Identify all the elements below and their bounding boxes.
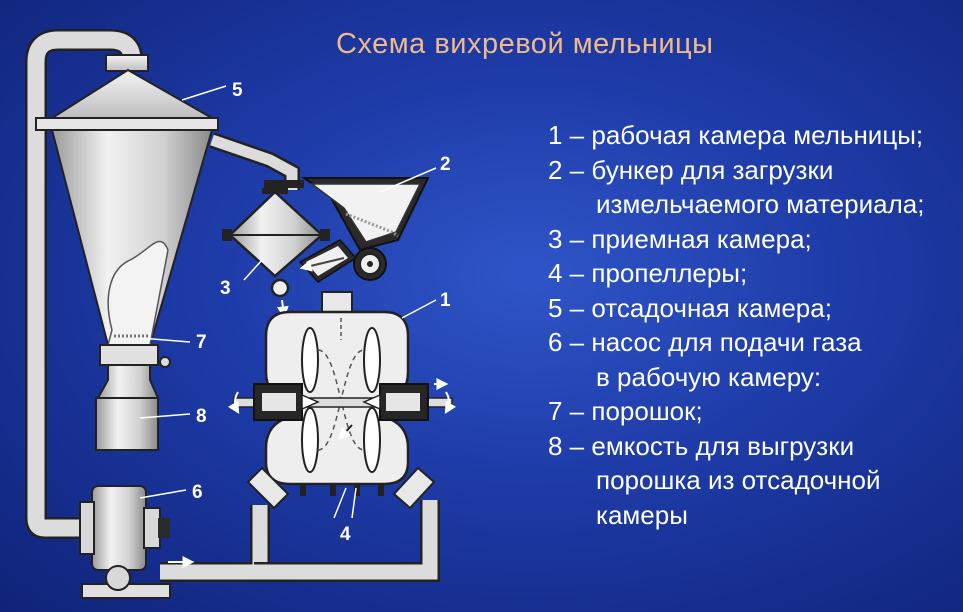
legend-item-1: 1 – рабочая камера мельницы; — [548, 120, 924, 150]
label-4: 4 — [340, 524, 351, 545]
legend-item-8-cont: порошка из отсадочной — [596, 465, 881, 495]
legend-item-2-cont: измельчаемого материала; — [596, 189, 925, 219]
separator-outlet-pipe — [209, 132, 304, 190]
legend-item-6: 6 – насос для подачи газа — [548, 327, 862, 357]
label-1: 1 — [440, 290, 451, 311]
legend-item-6-cont: в рабочую камеру: — [596, 361, 822, 392]
legend-item-3: 3 – приемная камера; — [548, 223, 812, 254]
feed-hopper — [298, 177, 430, 283]
legend-item-7: 7 – порошок; — [548, 396, 703, 426]
leader-lines — [139, 85, 437, 519]
gas-return-pipe — [25, 29, 143, 539]
label-7: 7 — [196, 332, 207, 353]
working-chamber — [227, 291, 457, 496]
legend-list: 1 – рабочая камера мельницы; 2 – бункер … — [548, 118, 924, 532]
label-3: 3 — [220, 278, 231, 299]
gas-inlet-piping — [160, 466, 440, 582]
separator-chamber — [35, 54, 219, 451]
label-6: 6 — [192, 482, 203, 503]
receiving-chamber — [222, 188, 330, 319]
legend-item-8-cont2: камеры — [596, 499, 688, 530]
legend-item-8: 8 – емкость для выгрузки — [548, 430, 855, 461]
label-2: 2 — [440, 154, 451, 175]
page-title: Схема вихревой мельницы — [336, 28, 714, 60]
gas-pump — [79, 485, 171, 599]
legend-item-2: 2 – бункер для загрузки — [548, 154, 834, 185]
legend-item-5: 5 – отсадочная камера; — [548, 292, 832, 323]
label-5: 5 — [232, 80, 243, 101]
label-8: 8 — [196, 406, 207, 427]
legend-item-4: 4 – пропеллеры; — [548, 258, 748, 288]
